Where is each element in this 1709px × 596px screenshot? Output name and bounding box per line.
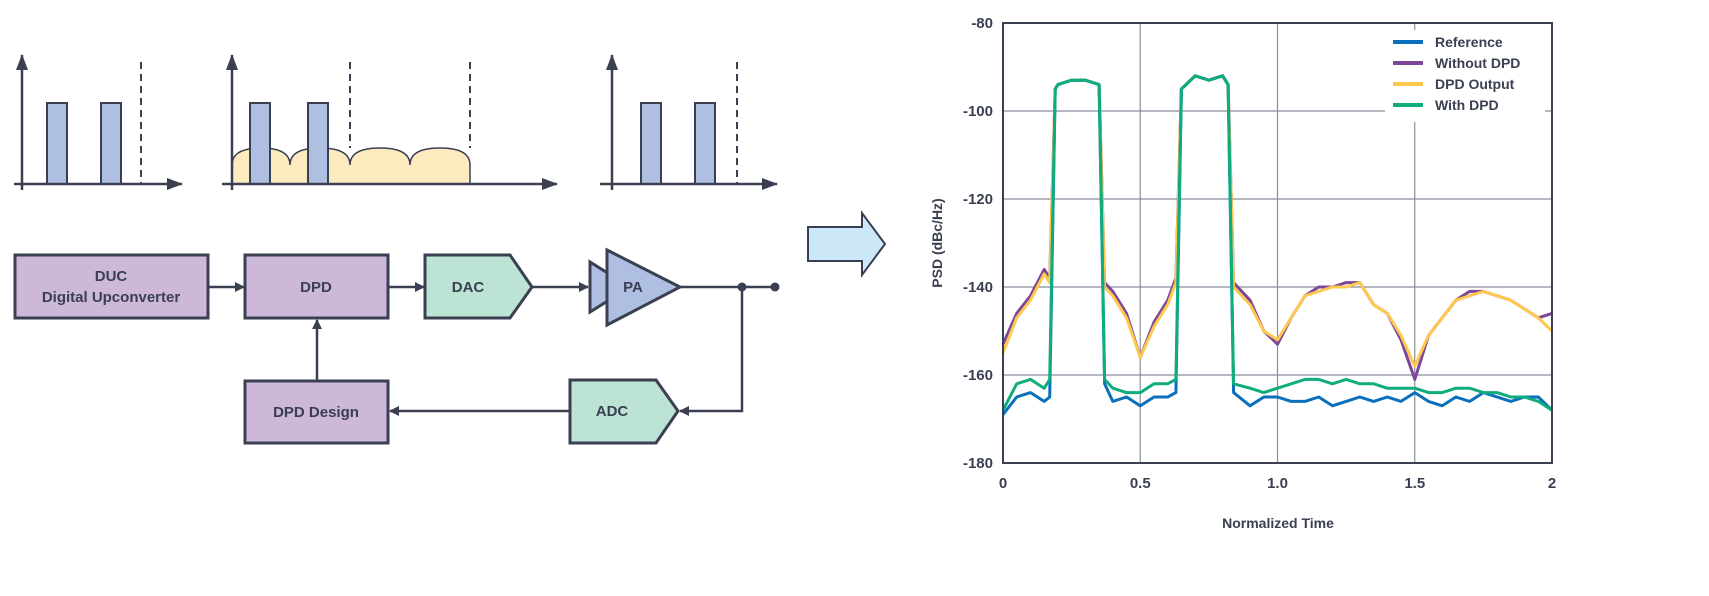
- adc-block: ADC: [568, 378, 680, 445]
- input-spectrum: [14, 54, 183, 190]
- legend-label: DPD Output: [1435, 76, 1515, 92]
- duc-sublabel: Digital Upconverter: [42, 289, 181, 306]
- plot-frame: [1002, 22, 1553, 464]
- signal-connections: [208, 282, 780, 416]
- dpd-label: DPD: [300, 279, 332, 296]
- y-tick-label: -180: [963, 455, 993, 472]
- y-tick-label: -160: [963, 367, 993, 384]
- legend-label: Reference: [1435, 34, 1503, 50]
- chart-ticks: -80 -100 -120 -140 -160 -180 0 0.5 1.0 1.5 2: [963, 15, 1556, 492]
- x-tick-label: 1.5: [1404, 475, 1425, 492]
- dac-label: DAC: [452, 279, 485, 296]
- carrier-bar: [100, 102, 122, 185]
- x-tick-label: 0.5: [1130, 475, 1151, 492]
- x-tick-label: 1.0: [1267, 475, 1288, 492]
- duc-label: DUC: [95, 268, 128, 285]
- distortion-lobes: [231, 147, 471, 185]
- carrier-bar: [694, 102, 716, 185]
- carrier-bar: [46, 102, 68, 185]
- feedback-to-adc: [679, 287, 744, 416]
- x-tick-label: 2: [1548, 475, 1556, 492]
- legend-label: Without DPD: [1435, 55, 1520, 71]
- dpd-design-block: DPD Design: [243, 379, 390, 445]
- series-line-with-dpd: [1001, 74, 1553, 412]
- pa-label: PA: [623, 279, 643, 296]
- carrier-bar: [307, 102, 329, 185]
- y-axis-label: PSD (dBc/Hz): [929, 198, 945, 287]
- y-tick-label: -120: [963, 191, 993, 208]
- legend-label: With DPD: [1435, 97, 1499, 113]
- transition-arrow-icon: [807, 209, 887, 279]
- carrier-bar: [640, 102, 662, 185]
- distorted-spectrum: [222, 54, 558, 190]
- dpd-design-label: DPD Design: [273, 404, 359, 421]
- y-tick-label: -100: [963, 103, 993, 120]
- x-tick-label: 0: [999, 475, 1007, 492]
- adc-label: ADC: [596, 403, 629, 420]
- duc-block: DUC Digital Upconverter: [13, 253, 210, 320]
- y-tick-label: -80: [971, 15, 993, 32]
- carrier-bar: [249, 102, 271, 185]
- dpd-block: DPD: [243, 253, 390, 320]
- dac-block: DAC: [423, 253, 534, 320]
- pa-amplifier: PA: [588, 247, 684, 328]
- output-node: [770, 282, 780, 292]
- chart-series: [1001, 74, 1554, 416]
- output-spectrum: [600, 54, 778, 190]
- x-axis-label: Normalized Time: [1222, 515, 1334, 531]
- y-tick-label: -140: [963, 279, 993, 296]
